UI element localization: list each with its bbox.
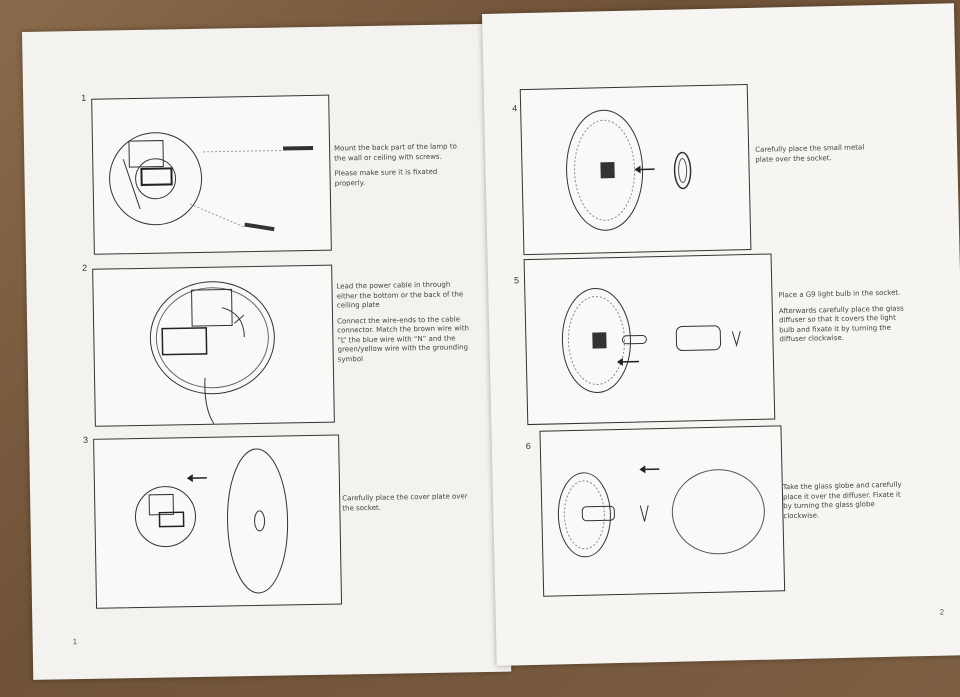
step-3-caption: Carefully place the cover plate over the… — [342, 492, 472, 519]
step-3-number: 3 — [83, 434, 89, 445]
step-1-drawing — [109, 132, 314, 232]
step-1-text-1: Mount the back part of the lamp to the w… — [334, 142, 457, 163]
step-1-text-2: Please make sure it is fixated properly. — [334, 167, 438, 188]
step-1-number: 1 — [81, 92, 87, 103]
step-4-number: 4 — [512, 103, 518, 114]
step-1-caption: Mount the back part of the lamp to the w… — [334, 142, 465, 194]
step-3-drawing — [134, 448, 289, 594]
step-4-text-1: Carefully place the small metal plate ov… — [755, 143, 865, 164]
step-6-illustration — [539, 425, 786, 597]
step-6-drawing — [557, 465, 765, 558]
step-2-illustration — [92, 264, 335, 427]
step-4-drawing — [566, 109, 692, 231]
step-4-caption: Carefully place the small metal plate ov… — [755, 143, 866, 170]
step-6-caption: Take the glass globe and carefully place… — [783, 480, 908, 527]
step-5-caption: Place a G9 light bulb in the socket. Aft… — [778, 288, 907, 350]
step-2-drawing — [149, 281, 275, 424]
page-number-left: 1 — [72, 637, 78, 647]
step-6-number: 6 — [525, 441, 531, 452]
step-5-text-1: Place a G9 light bulb in the socket. — [778, 288, 901, 300]
step-3-text-1: Carefully place the cover plate over the… — [342, 492, 468, 512]
step-6-text-1: Take the glass globe and carefully place… — [782, 480, 902, 520]
left-page: 1 Mount the back part of the lamp to the… — [22, 23, 512, 680]
right-page: 4 Carefully place the small metal plate … — [482, 3, 960, 666]
step-5-text-2: Afterwards carefully place the glass dif… — [778, 304, 904, 344]
step-2-text-1: Lead the power cable in through either t… — [336, 280, 464, 310]
step-2-caption: Lead the power cable in through either t… — [336, 280, 470, 370]
step-2-number: 2 — [82, 262, 88, 273]
step-4-illustration — [519, 83, 752, 256]
step-1-illustration — [91, 94, 332, 255]
page-number-right: 2 — [939, 607, 945, 617]
step-5-illustration — [523, 253, 776, 426]
step-5-number: 5 — [513, 275, 520, 286]
step-2-text-2: Connect the wire-ends to the cable conne… — [337, 314, 470, 364]
step-3-illustration — [93, 434, 343, 609]
step-5-drawing — [561, 287, 741, 393]
